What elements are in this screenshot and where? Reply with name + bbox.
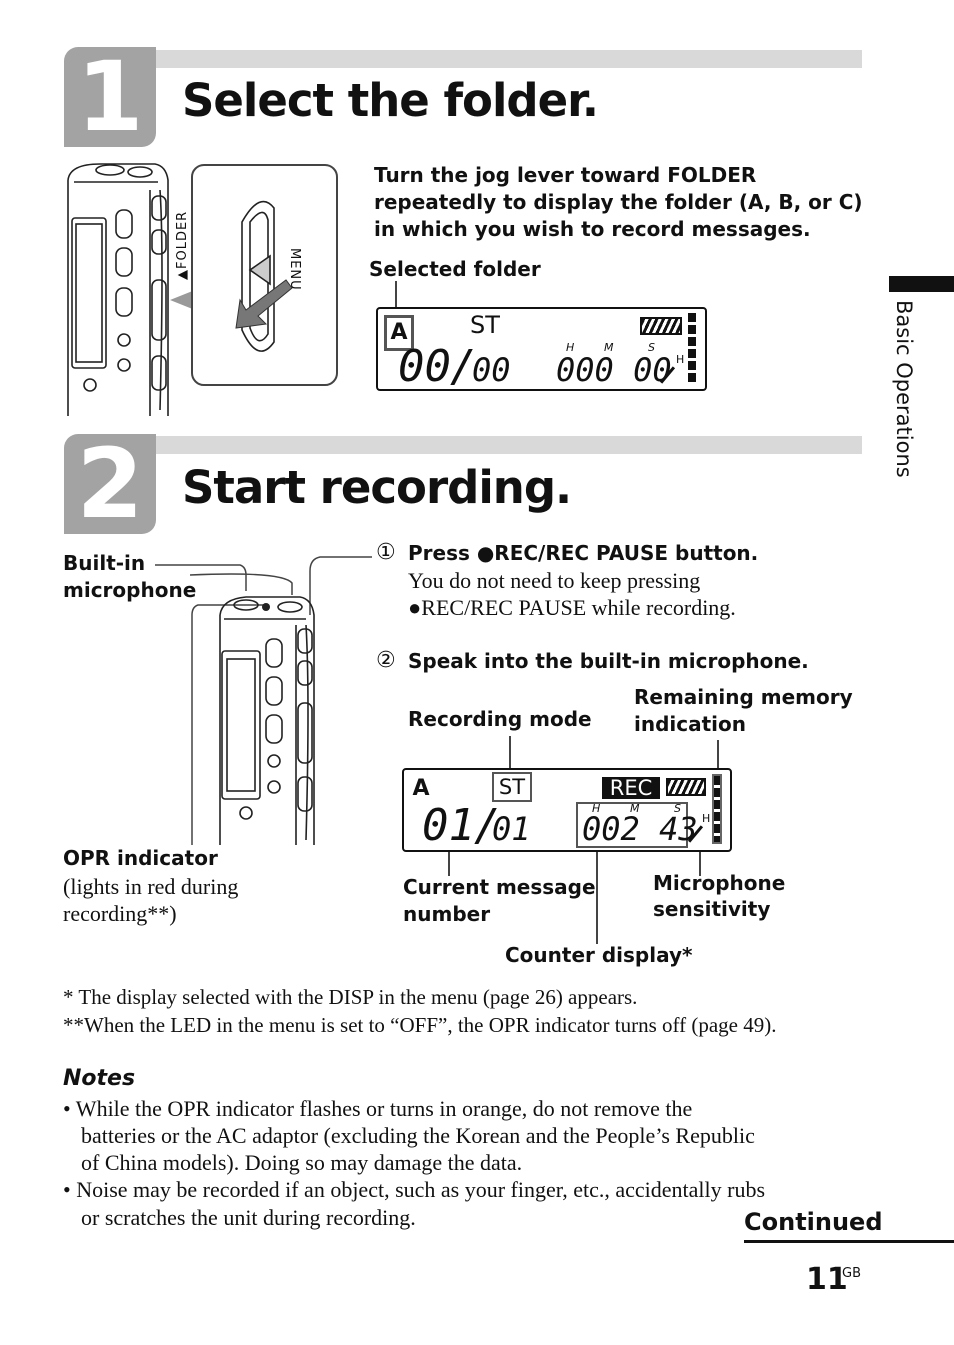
note-2-line2: or scratches the unit during recording. xyxy=(81,1205,416,1230)
step2-title: Start recording. xyxy=(182,461,572,514)
lcd1-mode: ST xyxy=(470,311,500,339)
leader-counter xyxy=(596,846,598,944)
substep1-body-line2: ●REC/REC PAUSE while recording. xyxy=(408,595,736,620)
step2-header-bar xyxy=(150,436,862,454)
side-tab-label: Basic Operations xyxy=(892,300,916,478)
lcd2-sens-label: H xyxy=(702,812,711,825)
lcd2-rec-indicator: REC xyxy=(602,777,660,799)
page-number: 11 xyxy=(806,1262,848,1297)
opr-note-line2: recording**) xyxy=(63,901,177,926)
battery-icon xyxy=(666,778,706,796)
callout-recording-mode: Recording mode xyxy=(408,707,592,731)
lcd1-counter: 000 00 xyxy=(556,351,672,389)
lcd2-s-label: S xyxy=(674,802,681,815)
substep2-marker: ② xyxy=(376,648,396,673)
step1-title: Select the folder. xyxy=(182,74,599,127)
battery-icon xyxy=(640,317,682,335)
leader-current-message xyxy=(448,846,450,876)
callout-remaining-memory-line2: indication xyxy=(634,712,747,736)
callout-builtin-mic-line2: microphone xyxy=(63,578,197,602)
footnote-2: **When the LED in the menu is set to “OF… xyxy=(63,1013,777,1037)
leader-selected-folder xyxy=(395,281,397,311)
lcd1-h-label: H xyxy=(566,341,575,354)
leader-mic-sensitivity xyxy=(699,846,701,876)
substep2-title: Speak into the built-in microphone. xyxy=(408,649,809,673)
note-1-line2: batteries or the AC adaptor (excluding t… xyxy=(81,1123,755,1148)
substep1-marker: ① xyxy=(376,540,396,565)
callout-counter-display: Counter display* xyxy=(505,943,693,967)
lcd2-folder-indicator: A xyxy=(412,776,430,801)
substep1-body-line1: You do not need to keep pressing xyxy=(408,568,701,593)
side-tab-marker xyxy=(889,276,954,292)
lcd2-message-number: 01 xyxy=(422,800,475,851)
level-meter xyxy=(712,774,722,844)
leader-remaining-memory xyxy=(717,740,719,770)
lcd2-h-label: H xyxy=(592,802,601,815)
callout-current-message-line1: Current message xyxy=(403,875,596,899)
lcd2-total: 01 xyxy=(492,810,531,848)
lcd1-total: 00 xyxy=(472,351,511,389)
callout-mic-sensitivity-line1: Microphone xyxy=(653,871,786,895)
lcd2-counter-highlight xyxy=(576,802,688,848)
recorder-illustration-step2 xyxy=(155,556,372,845)
lcd2-mode: ST xyxy=(492,772,532,802)
level-meter xyxy=(688,313,696,383)
lcd1-message-number: 00 xyxy=(398,341,451,392)
lcd1-s-label: S xyxy=(648,341,655,354)
step1-header-bar xyxy=(150,50,862,68)
page-suffix: GB xyxy=(842,1266,861,1281)
callout-mic-sensitivity-line2: sensitivity xyxy=(653,897,771,921)
lever-label-folder: ▲FOLDER xyxy=(175,210,190,280)
recorder-illustration-step1 xyxy=(67,163,338,416)
leader-recording-mode xyxy=(509,736,511,770)
lcd2-m-label: M xyxy=(630,802,640,815)
step1-instruction: Turn the jog lever toward FOLDER repeate… xyxy=(374,163,863,241)
lcd1-slash: / xyxy=(450,341,477,392)
callout-builtin-mic-line1: Built-in xyxy=(63,551,146,575)
note-1-line1: • While the OPR indicator flashes or tur… xyxy=(63,1096,693,1121)
lcd2-counter: 002 43 xyxy=(582,810,698,848)
lcd2-slash: / xyxy=(474,800,501,851)
callout-remaining-memory-line1: Remaining memory xyxy=(634,685,853,709)
continued-rule xyxy=(744,1240,954,1243)
lcd-display-step2: A ST REC 01 / 01 H M S 002 43 H xyxy=(402,768,732,852)
lcd1-sens-label: H xyxy=(676,353,685,366)
continued-label: Continued xyxy=(744,1208,883,1236)
note-1-line3: of China models). Doing so may damage th… xyxy=(81,1150,523,1175)
callout-selected-folder: Selected folder xyxy=(369,257,541,281)
callout-opr-indicator: OPR indicator xyxy=(63,846,218,870)
footnote-1: * The display selected with the DISP in … xyxy=(63,985,638,1009)
lcd1-folder-indicator: A xyxy=(384,315,414,351)
notes-heading: Notes xyxy=(63,1066,136,1091)
callout-current-message-line2: number xyxy=(403,902,491,926)
step2-number: 2 xyxy=(64,434,156,534)
note-2-line1: • Noise may be recorded if an object, su… xyxy=(63,1177,766,1202)
opr-note-line1: (lights in red during xyxy=(63,874,239,899)
lever-label-menu: MENU xyxy=(287,248,302,291)
lcd1-m-label: M xyxy=(604,341,614,354)
lcd-display-step1: A ST 00 / 00 H M S 000 00 H xyxy=(376,307,707,392)
step1-number: 1 xyxy=(64,47,156,147)
substep1-title: Press ●REC/REC PAUSE button. xyxy=(408,541,759,565)
